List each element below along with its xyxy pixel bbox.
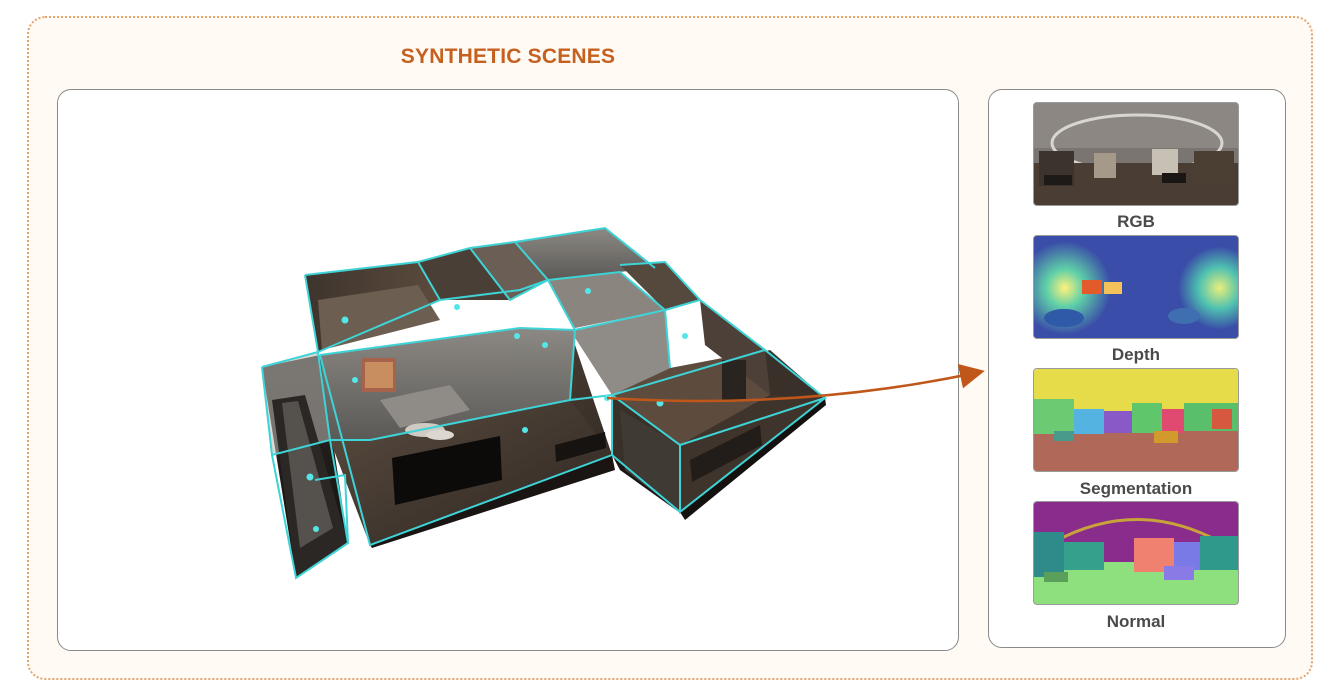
depth-label: Depth xyxy=(1111,345,1161,364)
right-rooms xyxy=(570,300,825,512)
upper-rooms xyxy=(305,228,700,352)
balcony xyxy=(262,352,348,578)
rgb-label: RGB xyxy=(1117,212,1155,231)
normal-label: Normal xyxy=(1106,612,1166,631)
segmentation-label: Segmentation xyxy=(1079,479,1193,498)
section-title: SYNTHETIC SCENES xyxy=(400,45,616,68)
rgb-thumbnail xyxy=(1033,102,1239,206)
depth-thumbnail xyxy=(1033,235,1239,339)
normal-thumbnail xyxy=(1033,501,1239,605)
segmentation-thumbnail xyxy=(1033,368,1239,472)
living-room xyxy=(320,328,612,545)
